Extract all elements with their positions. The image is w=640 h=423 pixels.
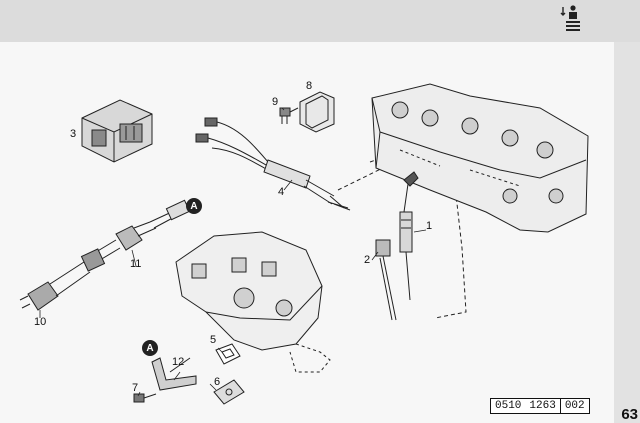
reference-part-2: 1263 bbox=[529, 400, 556, 412]
cover-plate bbox=[213, 379, 245, 405]
page-number: 63 bbox=[621, 406, 638, 423]
cylinder-head bbox=[371, 83, 589, 233]
label-6: 6 bbox=[214, 376, 221, 388]
marker-a-top-text: A bbox=[190, 200, 198, 212]
elbow-pipe bbox=[151, 357, 197, 391]
connector-cable bbox=[80, 199, 191, 272]
engine-service-icon bbox=[560, 5, 580, 31]
label-11: 11 bbox=[130, 258, 142, 270]
reference-part-3: 002 bbox=[559, 399, 589, 413]
header-strip bbox=[0, 0, 640, 42]
label-3: 3 bbox=[70, 128, 77, 140]
bolt bbox=[279, 107, 299, 124]
reference-part-1: 0510 bbox=[495, 400, 522, 412]
bracket bbox=[299, 91, 335, 133]
label-8: 8 bbox=[306, 80, 313, 92]
mains-plug bbox=[19, 261, 91, 311]
gasket bbox=[215, 343, 241, 365]
label-9: 9 bbox=[272, 96, 279, 108]
label-2: 2 bbox=[364, 254, 371, 266]
injector-rod bbox=[375, 239, 397, 321]
label-12: 12 bbox=[172, 356, 185, 368]
screw bbox=[133, 393, 157, 403]
marker-a-bottom: A bbox=[142, 340, 158, 356]
label-5: 5 bbox=[210, 334, 217, 346]
relay-box bbox=[81, 99, 153, 163]
marker-a-top: A bbox=[186, 198, 202, 214]
glow-plug bbox=[399, 171, 419, 301]
label-1: 1 bbox=[426, 220, 433, 232]
wiring-harness bbox=[195, 117, 351, 211]
marker-a-bottom-text: A bbox=[146, 342, 154, 354]
label-leaders bbox=[39, 107, 427, 397]
label-10: 10 bbox=[34, 316, 47, 328]
reference-number-box: 0510 1263 002 bbox=[490, 398, 590, 414]
label-7: 7 bbox=[132, 382, 139, 394]
label-4: 4 bbox=[278, 186, 285, 198]
engine-block bbox=[175, 231, 331, 373]
